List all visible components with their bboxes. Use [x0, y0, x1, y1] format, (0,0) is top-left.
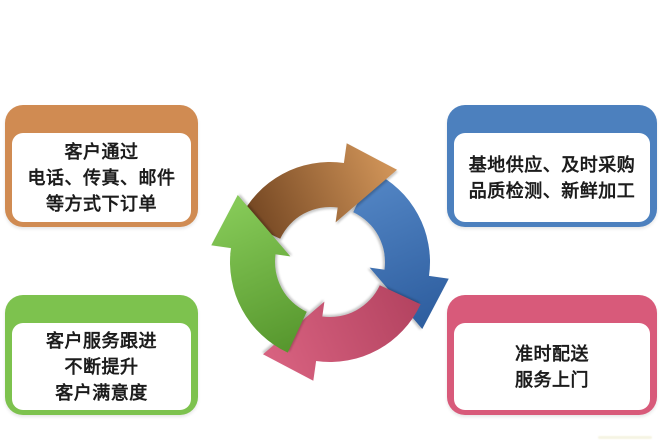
scan-artifact [598, 436, 652, 439]
box-text-line: 基地供应、及时采购 [468, 154, 636, 175]
box-text-line: 客户服务跟进 [46, 330, 157, 351]
box-text-line: 品质检测、新鲜加工 [468, 180, 636, 201]
box-delivery: 准时配送 服务上门 [447, 295, 657, 415]
box-text-line: 客户满意度 [55, 382, 148, 403]
box-text-line: 不断提升 [64, 356, 139, 377]
box-base-supply: 基地供应、及时采购 品质检测、新鲜加工 [447, 105, 657, 227]
box-customer-service: 客户服务跟进 不断提升 客户满意度 [5, 295, 198, 415]
box-text-line: 准时配送 [515, 343, 589, 364]
box-customer-order-panel: 客户通过 电话、传真、邮件 等方式下订单 [12, 133, 191, 222]
cycle-diagram [211, 143, 449, 381]
box-text-line: 等方式下订单 [46, 193, 157, 214]
box-text-line: 客户通过 [64, 141, 139, 162]
box-text-line: 服务上门 [515, 369, 589, 390]
box-text-line: 电话、传真、邮件 [27, 167, 176, 188]
box-base-supply-panel: 基地供应、及时采购 品质检测、新鲜加工 [454, 133, 650, 222]
box-customer-order: 客户通过 电话、传真、邮件 等方式下订单 [5, 105, 198, 227]
box-customer-service-panel: 客户服务跟进 不断提升 客户满意度 [12, 323, 191, 410]
box-delivery-panel: 准时配送 服务上门 [454, 323, 650, 410]
